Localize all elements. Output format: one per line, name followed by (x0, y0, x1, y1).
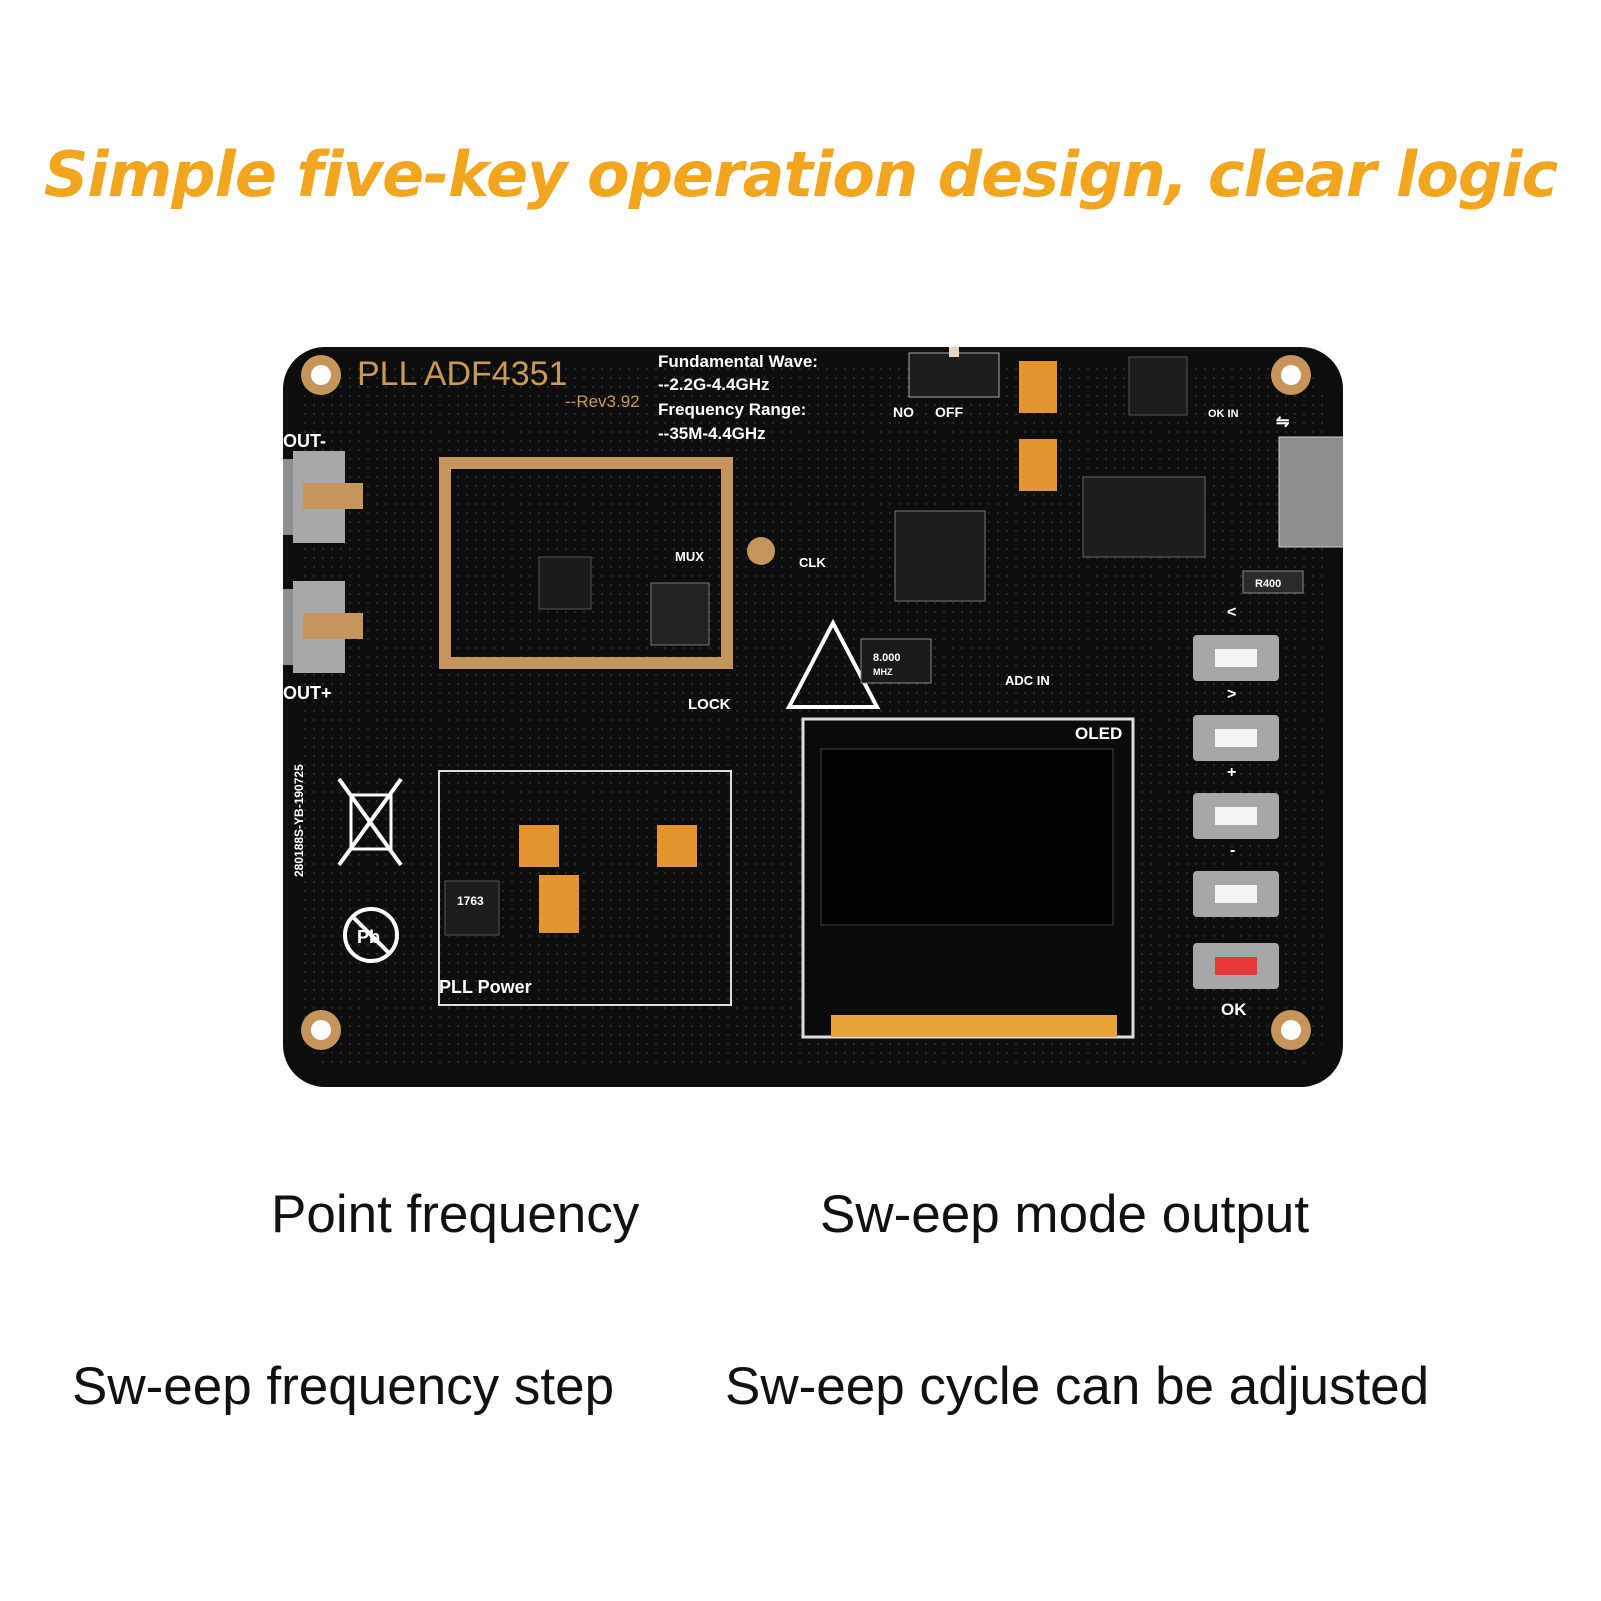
label-chip-1763: 1763 (457, 894, 484, 908)
driver-ic (1082, 476, 1206, 558)
usb-icon: ⇋ (1276, 414, 1289, 431)
caption-sweep-mode: Sw-eep mode output (820, 1185, 1310, 1244)
label-serial: 280188S-YB-190725 (292, 764, 306, 877)
regulator-ic (1128, 356, 1188, 416)
keypad-buttons (1193, 635, 1279, 989)
label-ok-in: OK IN (1208, 408, 1239, 420)
svg-text:Pb: Pb (357, 927, 380, 947)
esd-warning-icon (785, 618, 881, 709)
oled-screen (820, 748, 1114, 926)
vco-component (650, 582, 710, 646)
label-resistor: R400 (1255, 578, 1281, 590)
label-key-minus: - (1230, 842, 1235, 859)
label-crystal-unit: MHZ (873, 667, 893, 677)
mounting-holes (301, 355, 1311, 1050)
power-switch (908, 352, 1000, 398)
label-key-right: > (1227, 686, 1236, 703)
pll-board-photo: PLL ADF4351 --Rev3.92 Fundamental Wave: … (283, 347, 1343, 1087)
usb-port (1278, 436, 1343, 548)
sma-connector-out-minus (283, 451, 363, 543)
label-switch-on: NO (893, 404, 914, 420)
lead-free-icon: Pb (343, 907, 399, 963)
weee-recycle-icon (337, 777, 403, 867)
adf4351-chip (538, 556, 592, 610)
caption-sweep-step: Sw-eep frequency step (72, 1357, 615, 1416)
label-clk: CLK (799, 555, 826, 570)
clk-connector (747, 537, 775, 565)
oled-flex-cable (831, 1015, 1117, 1037)
caption-sweep-cycle: Sw-eep cycle can be adjusted (725, 1357, 1430, 1416)
capacitor (1019, 361, 1057, 413)
label-key-left: < (1227, 604, 1236, 621)
board-title: PLL ADF4351 (357, 355, 567, 393)
sma-connector-out-plus (283, 581, 363, 673)
spec-line-4: --35M-4.4GHz (658, 424, 766, 443)
label-key-plus: + (1227, 764, 1236, 781)
label-crystal: 8.000 (873, 652, 901, 664)
label-out-minus: OUT- (283, 431, 326, 451)
headline: Simple five-key operation design, clear … (43, 138, 1558, 211)
label-switch-off: OFF (935, 404, 963, 420)
crystal-oscillator (860, 638, 932, 684)
rf-shield-frame (439, 457, 733, 669)
label-pll-power: PLL Power (439, 977, 532, 997)
spec-line-2: --2.2G-4.4GHz (658, 375, 769, 394)
label-out-plus: OUT+ (283, 683, 332, 703)
label-lock: LOCK (688, 696, 731, 713)
label-adc-in: ADC IN (1005, 673, 1050, 688)
label-key-ok: OK (1221, 1000, 1247, 1019)
board-revision: --Rev3.92 (565, 392, 640, 411)
caption-point-frequency: Point frequency (271, 1185, 640, 1244)
label-oled: OLED (1075, 724, 1122, 743)
spec-line-3: Frequency Range: (658, 400, 806, 419)
pll-power-section (438, 770, 732, 1006)
mcu-chip (894, 510, 986, 602)
spec-line-1: Fundamental Wave: (658, 352, 818, 371)
capacitor (1019, 439, 1057, 491)
label-mux: MUX (675, 549, 704, 564)
